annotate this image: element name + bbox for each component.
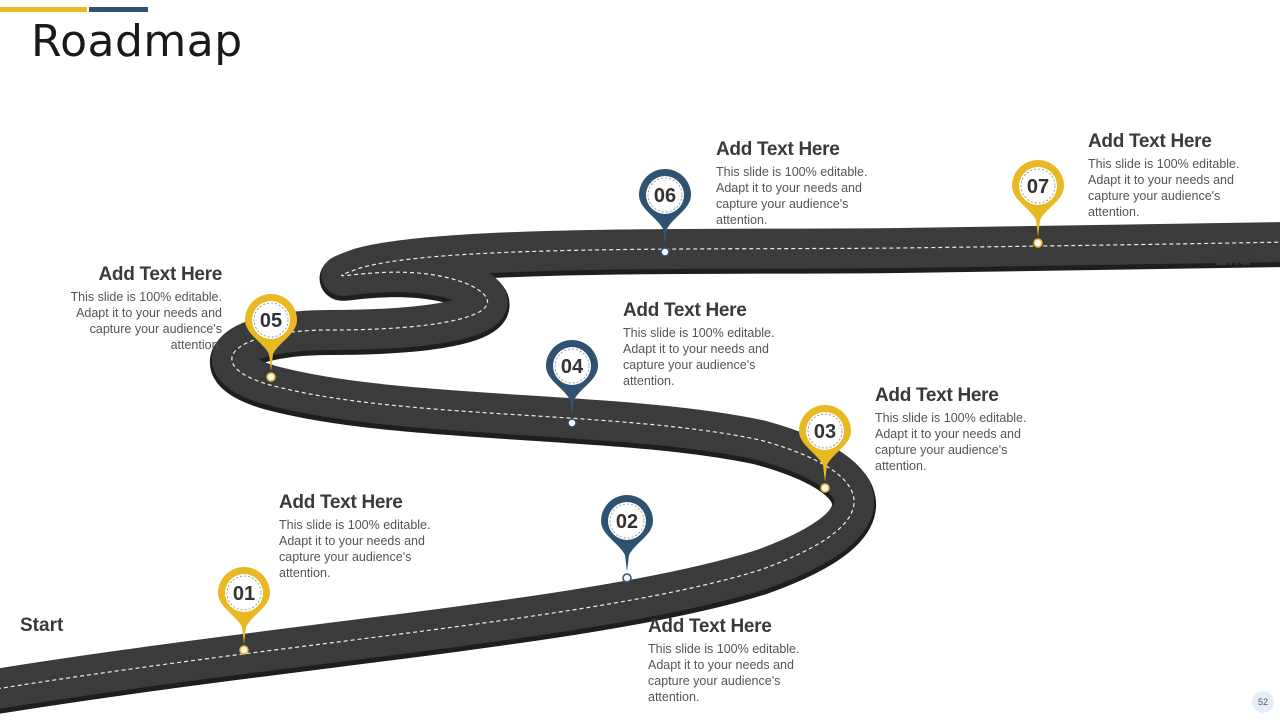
milestone-heading: Add Text Here <box>716 139 840 160</box>
pin-ground-dot <box>622 573 632 583</box>
milestone-pin-07: 07 <box>1012 160 1064 248</box>
pin-inner-ring <box>1020 168 1056 204</box>
pin-inner-circle <box>1019 167 1057 205</box>
pin-number: 07 <box>1027 176 1049 198</box>
page-title: Roadmap <box>31 16 243 67</box>
milestone-description: This slide is 100% editable. Adapt it to… <box>1088 157 1240 219</box>
pin-inner-ring <box>647 177 683 213</box>
milestone-description: This slide is 100% editable. Adapt it to… <box>623 326 775 388</box>
start-label: Start <box>20 615 64 636</box>
pin-inner-ring <box>253 302 289 338</box>
milestone-pin-06: 06 <box>639 169 691 257</box>
milestone-01-text: Add Text Here This slide is 100% editabl… <box>279 492 444 581</box>
milestone-description: This slide is 100% editable. Adapt it to… <box>648 642 800 704</box>
page-number: 52 <box>1252 691 1274 713</box>
pin-inner-circle <box>608 502 646 540</box>
milestone-06-text: Add Text Here This slide is 100% editabl… <box>716 139 881 228</box>
milestone-pin-05: 05 <box>245 294 297 382</box>
pin-ground-dot <box>266 372 276 382</box>
pin-ground-dot <box>567 418 577 428</box>
accent-bar-navy <box>89 7 148 12</box>
milestone-heading: Add Text Here <box>1088 131 1212 152</box>
pin-ground-dot <box>660 247 670 257</box>
milestone-heading: Add Text Here <box>648 616 772 637</box>
pin-inner-circle <box>553 347 591 385</box>
milestone-description: This slide is 100% editable. Adapt it to… <box>279 518 431 580</box>
milestone-description: This slide is 100% editable. Adapt it to… <box>716 165 868 227</box>
pin-ground-dot <box>820 483 830 493</box>
milestone-description: This slide is 100% editable. Adapt it to… <box>875 411 1027 473</box>
milestone-description: This slide is 100% editable. Adapt it to… <box>70 290 222 352</box>
milestone-07-text: Add Text Here This slide is 100% editabl… <box>1088 131 1253 220</box>
milestone-pin-01: 01 <box>218 567 270 655</box>
pin-inner-circle <box>225 574 263 612</box>
milestone-heading: Add Text Here <box>875 385 999 406</box>
pin-number: 01 <box>233 583 255 605</box>
pin-number: 03 <box>814 421 836 443</box>
end-label: End <box>1215 249 1251 270</box>
milestone-04-text: Add Text Here This slide is 100% editabl… <box>623 300 788 389</box>
pin-inner-ring <box>554 348 590 384</box>
pin-number: 04 <box>561 356 584 378</box>
pin-inner-circle <box>806 412 844 450</box>
milestone-03-text: Add Text Here This slide is 100% editabl… <box>875 385 1040 474</box>
accent-bar-gold <box>0 7 87 12</box>
pin-inner-ring <box>609 503 645 539</box>
pin-number: 05 <box>260 310 282 332</box>
milestone-pin-03: 03 <box>799 405 851 493</box>
pin-ground-dot <box>239 645 249 655</box>
milestone-pin-02: 02 <box>601 495 653 583</box>
pin-inner-ring <box>226 575 262 611</box>
pin-inner-circle <box>252 301 290 339</box>
milestone-heading: Add Text Here <box>279 492 403 513</box>
milestone-05-text: Add Text Here This slide is 100% editabl… <box>57 264 223 353</box>
pin-inner-ring <box>807 413 843 449</box>
milestone-02-text: Add Text Here This slide is 100% editabl… <box>648 616 813 705</box>
milestone-heading: Add Text Here <box>623 300 747 321</box>
pin-inner-circle <box>646 176 684 214</box>
pin-number: 06 <box>654 185 676 207</box>
milestone-pin-04: 04 <box>546 340 598 428</box>
pin-ground-dot <box>1033 238 1043 248</box>
pin-number: 02 <box>616 511 638 533</box>
milestone-heading: Add Text Here <box>98 264 223 285</box>
